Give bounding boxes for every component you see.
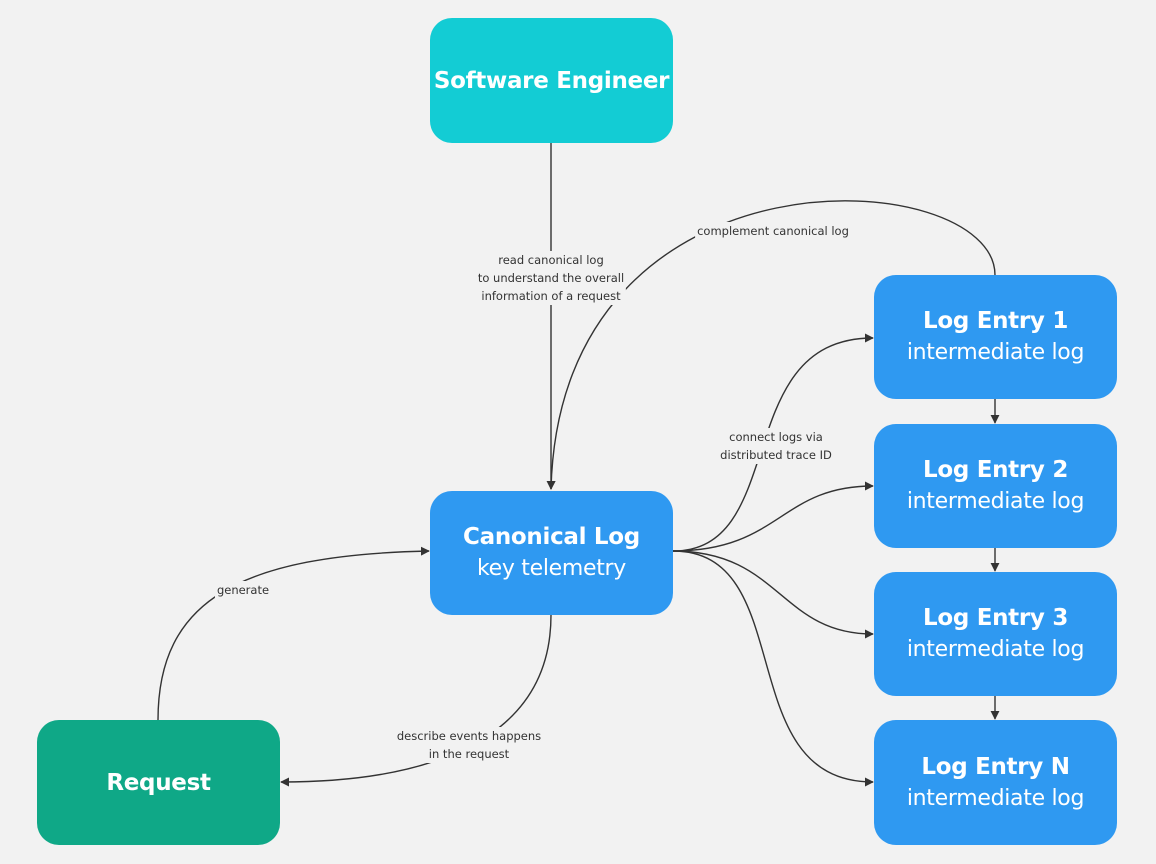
edge-label-line: connect logs via [729,430,823,444]
edge-entry1-to-canonical [546,200,996,490]
edge-label-line: read canonical log [498,253,604,267]
node-title: Software Engineer [433,67,670,94]
node-title: Log Entry 2 [922,457,1069,483]
node-title: Canonical Log [463,524,640,550]
node-title: Request [106,769,211,796]
edge-request-to-canonical [157,546,430,721]
node-title: Log Entry N [921,753,1070,780]
node-subtitle: key telemetry [476,556,627,581]
edge-label-line: describe events happens [396,729,542,743]
edge-label-line: complement canonical log [697,224,849,238]
node-log-entry-n: Log Entry N intermediate log [874,720,1117,845]
edge-canonical-to-entry3 [672,550,874,639]
edge-canonical-to-entryn [672,550,874,787]
node-title: Log Entry 1 [922,308,1069,334]
node-subtitle: intermediate log [906,637,1085,662]
node-software-engineer: Software Engineer [430,18,673,143]
edge-label-line: distributed trace ID [720,448,832,462]
edge-label-line: in the request [428,747,510,761]
edge-label-read-canonical: read canonical log to understand the ove… [475,251,627,305]
edge-label-connect-logs: connect logs via distributed trace ID [718,428,834,464]
node-subtitle: intermediate log [906,340,1085,365]
node-log-entry-3: Log Entry 3 intermediate log [874,572,1117,696]
edge-label-line: information of a request [481,289,621,303]
edge-canonical-to-entry2 [672,481,874,552]
node-subtitle: intermediate log [906,785,1085,811]
node-request: Request [37,720,280,845]
node-subtitle: intermediate log [906,489,1085,514]
node-canonical-log: Canonical Log key telemetry [430,491,673,615]
node-title: Log Entry 3 [922,605,1069,631]
edge-label-complement: complement canonical log [695,222,851,240]
edge-label-describe-events: describe events happens in the request [394,727,544,763]
edge-label-line: to understand the overall [477,271,625,285]
node-log-entry-1: Log Entry 1 intermediate log [874,275,1117,399]
edge-label-generate: generate [214,581,272,599]
edge-label-line: generate [216,583,270,597]
node-log-entry-2: Log Entry 2 intermediate log [874,424,1117,548]
